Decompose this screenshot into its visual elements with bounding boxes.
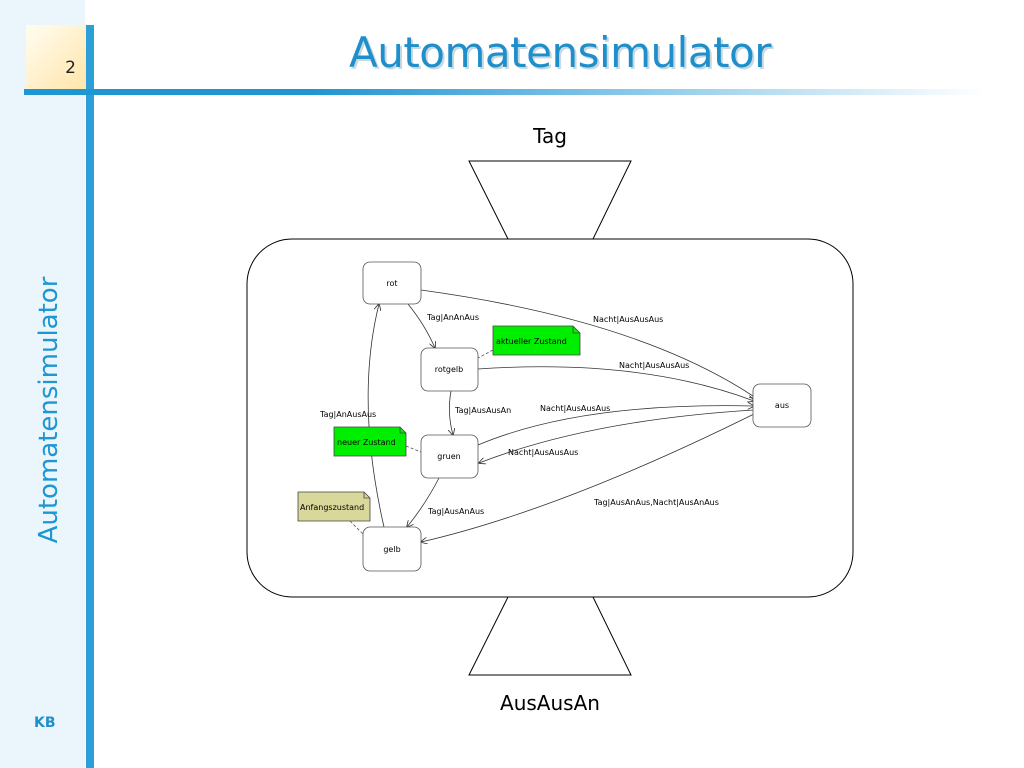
state-label-aus: aus <box>775 401 789 410</box>
note-connector-new <box>405 445 422 453</box>
edge-label-gruen-gelb: Tag|AusAnAus <box>427 507 484 516</box>
state-label-rotgelb: rotgelb <box>435 365 463 374</box>
state-label-gruen: gruen <box>437 452 460 461</box>
edge-rotgelb-gruen <box>449 390 453 435</box>
edge-aus-gruen <box>479 409 755 463</box>
state-rotgelb <box>420 347 479 392</box>
state-aus <box>752 383 812 428</box>
edge-rotgelb-aus <box>477 366 754 401</box>
slide-title: Automatensimulator <box>348 28 772 77</box>
output-funnel <box>468 596 632 676</box>
edge-label-aus-gelb: Tag|AusAnAus,Nacht|AusAnAus <box>593 498 719 507</box>
edge-label-gruen-aus: Nacht|AusAusAus <box>540 404 610 413</box>
note-label-initial: Anfangszustand <box>300 503 364 512</box>
edge-label-rot-rotgelb: Tag|AnAnAus <box>426 313 479 322</box>
note-connector-current <box>477 349 494 359</box>
edge-gruen-gelb <box>407 477 440 527</box>
title-underline <box>24 89 984 95</box>
note-current-state <box>492 325 581 356</box>
edge-label-rotgelb-aus: Nacht|AusAusAus <box>619 361 689 370</box>
output-label: AusAusAn <box>500 691 600 715</box>
slide-number-box <box>26 25 86 91</box>
sidebar-accent-bar <box>86 25 94 768</box>
note-label-new: neuer Zustand <box>337 438 396 447</box>
edge-label-aus-gruen: Nacht|AusAusAus <box>508 448 578 457</box>
input-label: Tag <box>532 124 567 148</box>
edge-label-rot-aus: Nacht|AusAusAus <box>593 315 663 324</box>
state-rot <box>362 261 422 305</box>
edge-label-rotgelb-gruen: Tag|AusAusAn <box>454 406 511 415</box>
note-connector-initial <box>349 520 364 535</box>
note-new-state <box>333 426 407 457</box>
state-gruen <box>420 434 479 479</box>
state-label-rot: rot <box>386 279 397 288</box>
slide-number: 2 <box>65 58 76 78</box>
edge-gelb-rot <box>367 304 385 528</box>
footer-initials: KB <box>34 715 56 731</box>
note-label-current: aktueller Zustand <box>496 337 567 346</box>
edge-rot-aus <box>420 289 756 398</box>
state-gelb <box>362 526 422 572</box>
note-initial-state <box>297 491 371 522</box>
edge-label-gelb-rot: Tag|AnAusAus <box>319 410 376 419</box>
edge-gruen-aus <box>477 406 754 446</box>
state-label-gelb: gelb <box>383 545 400 554</box>
input-funnel <box>468 160 632 240</box>
sidebar <box>0 0 85 768</box>
edge-rot-rotgelb <box>407 303 435 348</box>
edge-aus-gelb <box>421 413 755 542</box>
note-fold-current <box>572 326 580 334</box>
note-fold-new <box>399 427 406 434</box>
note-fold-initial <box>363 492 370 499</box>
